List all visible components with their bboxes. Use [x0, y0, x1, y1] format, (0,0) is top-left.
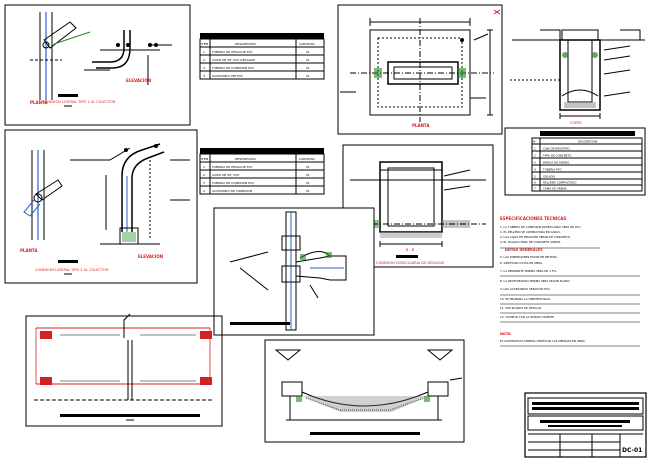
t2-h-cant: CANTIDAD	[299, 157, 315, 161]
t2-r4-cant: 01	[306, 189, 310, 193]
notes-line-2: 2. EL RELLENO SE COMPACTARA EN CAPAS.	[500, 230, 561, 234]
t3-r7-num: 7	[534, 187, 536, 191]
t3-r6-num: 6	[534, 181, 536, 185]
t2-r4-item: 4	[203, 189, 205, 193]
t1-r4-item: 4	[203, 74, 205, 78]
notes-block: ESPECIFICACIONES TECNICAS 1. LA TUBERIA …	[500, 216, 640, 347]
caption-planta-2: PLANTA	[20, 248, 38, 253]
caption-elevacion-1: ELEVACION	[126, 78, 151, 83]
t1-h-cant: CANTIDAD	[299, 42, 315, 46]
t3-r3-desc: MARCO DE FIERRO	[543, 161, 570, 165]
caption-conexion-1: CONEXION LATERAL TIPO 1 AL COLECTOR	[42, 100, 116, 104]
sheet-id: DC-01	[622, 447, 642, 454]
t2-r1-item: 1	[203, 165, 205, 169]
notes-line-5: 5. LAS DIMENSIONES ESTAN EN METROS.	[500, 255, 558, 259]
caption-registro: CONEXION DOMICILIARIA DE DESAGUE	[376, 261, 444, 265]
table-leyenda-3: N° DESCRIPCION 1 CAJA DE REGISTRO 2 TAPA…	[504, 127, 646, 196]
t1-r1-desc: TUBERIA DE DESAGUE PVC	[211, 50, 253, 54]
caption-elevacion-2: ELEVACION	[138, 254, 163, 259]
t2-r3-item: 3	[203, 181, 205, 185]
t1-r3-cant: 01	[306, 66, 310, 70]
title-block: DC-01	[524, 392, 647, 458]
t3-h-num: N°	[533, 140, 537, 144]
t3-r7-desc: CAMA DE ARENA	[543, 187, 567, 191]
t1-r1-item: 1	[203, 50, 205, 54]
table-materiales-2: ITEM DESCRIPCION CANTIDAD 1 TUBERIA DE D…	[199, 148, 325, 195]
t1-r4-desc: ACCESORIO YEE PVC	[212, 74, 243, 78]
caption-planta-top: PLANTA	[412, 123, 430, 128]
t3-r2-num: 2	[534, 154, 536, 158]
t1-r3-desc: TUBERIA DE CONEXION PVC	[211, 66, 254, 70]
panel-corte-zanja	[264, 339, 465, 443]
t3-r1-num: 1	[534, 147, 536, 151]
panel-corte-registro: CORTE	[510, 29, 645, 125]
notes-line-12: 12. CUMPLIR CON LA NORMA VIGENTE.	[500, 315, 555, 319]
caption-conexion-2: CONEXION LATERAL TIPO 2 AL COLECTOR	[35, 268, 109, 272]
t3-r5-desc: SOLADO	[543, 175, 556, 179]
caption-corte: CORTE	[570, 121, 582, 125]
panel-perfil-longitudinal	[25, 313, 223, 427]
t2-h-item: ITEM	[201, 157, 209, 161]
t1-r4-cant: 01	[306, 74, 310, 78]
t2-r2-cant: 01	[306, 173, 310, 177]
t1-h-item: ITEM	[201, 42, 209, 46]
notes-line-7: 7. LA PENDIENTE MINIMA SERA DE 1.5%.	[500, 269, 557, 273]
t2-r3-cant: 01	[306, 181, 310, 185]
t3-r1-desc: CAJA DE REGISTRO	[543, 147, 570, 151]
notes-line-1: 1. LA TUBERIA DE CONEXION DOMICILIARIA S…	[500, 225, 582, 229]
table-materiales-1: ITEM DESCRIPCION CANTIDAD 1 TUBERIA DE D…	[199, 33, 325, 80]
notes-line-8: 8. LA PROFUNDIDAD MINIMA SERA SEGUN PLAN…	[500, 279, 570, 283]
t3-r2-desc: TAPA DE CONCRETO	[542, 154, 572, 158]
panel-conexion-2: PLANTA ELEVACION CONEXION LATERAL TIPO 2…	[4, 129, 198, 284]
t2-r1-desc: TUBERIA DE DESAGUE PVC	[211, 165, 253, 169]
caption-corte-b: B - B	[406, 248, 415, 252]
notes-title-3: NOTA	[500, 332, 511, 336]
notes-line-3: 3. LAS CAJAS DE REGISTRO SERAN DE CONCRE…	[500, 235, 571, 239]
notes-line-6: 6. VERIFICAR COTAS EN OBRA.	[500, 261, 543, 265]
t1-r2-desc: CODO DE 45° PVC DESAGUE	[212, 58, 255, 62]
t3-r5-num: 5	[534, 175, 536, 179]
t3-h-desc: DESCRIPCION	[578, 140, 597, 144]
panel-detalle-tuberia	[213, 207, 375, 336]
t1-h-desc: DESCRIPCION	[235, 42, 256, 46]
t3-r4-num: 4	[534, 168, 536, 172]
panel-conexion-1: PLANTA ELEVACION CONEXION LATERAL TIPO 1…	[4, 4, 191, 126]
t3-r6-desc: RELLENO COMPACTADO	[543, 181, 577, 185]
t2-r2-desc: CODO DE 45° PVC	[212, 173, 239, 177]
panel-planta-registro: PLANTA	[337, 4, 503, 135]
t2-r4-desc: ACCESORIO DE CONEXION	[212, 189, 252, 193]
t3-r3-num: 3	[534, 161, 536, 165]
notes-line-13: EL CONTRATISTA DEBERA VERIFICAR LAS MEDI…	[500, 339, 586, 343]
notes-line-10: 10. SE PROBARA LA HERMETICIDAD.	[500, 297, 551, 301]
notes-line-11: 11. VER PLANOS DE DETALLE.	[500, 306, 542, 310]
notes-title-2: NOTAS GENERALES	[505, 248, 543, 252]
t1-r1-cant: 01	[306, 50, 310, 54]
notes-line-9: 9. LOS ACCESORIOS SERAN DE PVC.	[500, 287, 551, 291]
t3-r4-desc: TUBERIA PVC	[542, 168, 562, 172]
t1-r2-cant: 01	[306, 58, 310, 62]
t1-r2-item: 2	[203, 58, 205, 62]
t2-h-desc: DESCRIPCION	[235, 157, 256, 161]
notes-title-1: ESPECIFICACIONES TECNICAS	[500, 216, 566, 221]
t2-r1-cant: 01	[306, 165, 310, 169]
t1-r3-item: 3	[203, 66, 205, 70]
t2-r2-item: 2	[203, 173, 205, 177]
caption-planta-1: PLANTA	[30, 100, 48, 105]
t2-r3-desc: TUBERIA DE CONEXION PVC	[211, 181, 254, 185]
notes-line-4: 4. EL SOLADO SERA DE CONCRETO SIMPLE.	[500, 240, 561, 244]
